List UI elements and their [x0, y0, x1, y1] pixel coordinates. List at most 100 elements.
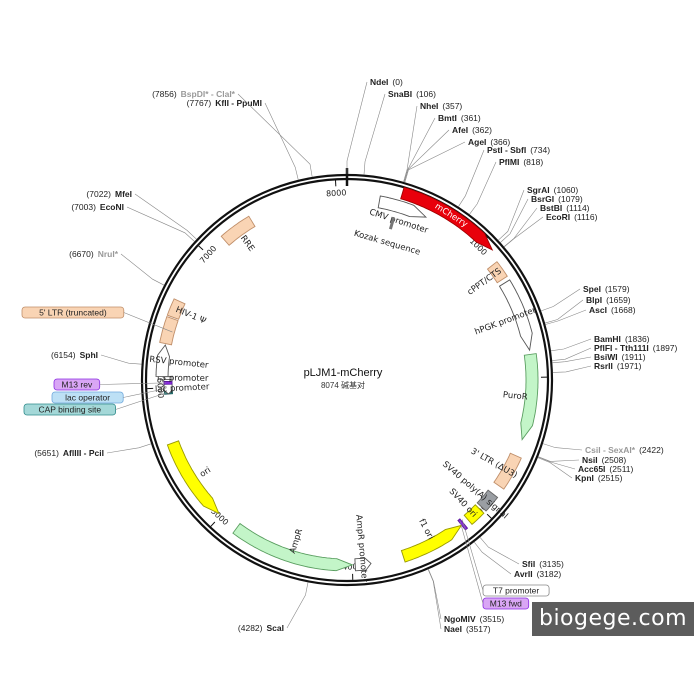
m13fwd-lbl-text: M13 fwd: [490, 599, 522, 609]
site-name: BsiWI: [594, 352, 618, 362]
site-name: Acc65I: [578, 464, 605, 474]
feature-t3: [163, 376, 173, 380]
site-coord: (5651): [34, 448, 59, 458]
site-coord: (106): [416, 89, 436, 99]
feature-label-hiv: HIV-1 Ψ: [174, 305, 208, 327]
site-name: BspDI* - ClaI*: [181, 89, 236, 99]
site-leader-asci: [545, 309, 587, 325]
site-leader-bspdi-clai: [237, 93, 313, 178]
site-name: PflMI: [499, 157, 519, 167]
site-coord: (2515): [598, 473, 623, 483]
site-leader-bsiwi: [552, 356, 592, 364]
site-leader-ecori: [504, 216, 544, 248]
ltr5-lbl-leader: [123, 312, 173, 333]
site-coord: (7856): [152, 89, 177, 99]
site-leader-scai: [286, 582, 309, 629]
site-name: BstBI: [540, 203, 562, 213]
feature-sv40pa: [476, 489, 499, 512]
lacop-lbl-text: lac operator: [65, 393, 110, 403]
site-spei: SpeI(1579): [583, 284, 630, 294]
feature-ampr_prom: [354, 557, 372, 572]
site-leader-nrui: [120, 253, 165, 286]
feature-label-rre: RRE: [238, 234, 256, 254]
site-coord: (357): [442, 101, 462, 111]
site-acc65i: Acc65I (2511): [578, 464, 634, 474]
site-name: ScaI: [267, 623, 285, 633]
plasmid-length: 8074 碱基对: [321, 380, 365, 390]
site-leader-kfli-ppumi: [264, 102, 299, 180]
site-coord: (3182): [537, 569, 562, 579]
m13rev-lbl: M13 rev: [53, 378, 167, 391]
site-coord: (6154): [51, 350, 76, 360]
feature-f1ori: [400, 524, 463, 563]
site-name: CsiI - SexAI*: [585, 445, 636, 455]
site-bmti: BmtI (361): [438, 113, 481, 123]
site-leader-kpni: [537, 457, 573, 479]
site-name: KflI - PpuMI: [215, 98, 262, 108]
feature-mcherry: [400, 186, 494, 251]
site-leader-pflfi-tth111i: [552, 347, 592, 361]
site-name: BsrGI: [531, 194, 554, 204]
restriction-sites: NdeI(0)SnaBI(106)NheI(357)BmtI(361)AfeI(…: [34, 77, 677, 634]
site-coord: (4282): [238, 623, 263, 633]
site-bamhi: BamHI(1836): [594, 334, 650, 344]
site-ecori: EcoRI(1116): [546, 212, 598, 222]
site-name: BlpI: [586, 295, 602, 305]
site-name: SfiI: [522, 559, 535, 569]
ltr5-lbl: 5' LTR (truncated): [21, 306, 173, 333]
site-leader-psti-sbfi: [458, 149, 485, 207]
site-name: NaeI: [444, 624, 462, 634]
site-coord: (1659): [606, 295, 631, 305]
site-name: RsrII: [594, 361, 613, 371]
site-leader-nhei: [403, 105, 418, 182]
cap-lbl-leader: [115, 392, 167, 410]
site-csii-sexai: CsiI - SexAI*(2422): [585, 445, 664, 455]
site-coord: (3517): [466, 624, 491, 634]
site-coord: (1579): [605, 284, 630, 294]
site-leader-econi: [126, 206, 195, 242]
site-coord: (1060): [554, 185, 579, 195]
feature-rsv: [155, 344, 170, 378]
site-scai: (4282) ScaI: [238, 623, 284, 633]
site-coord: (1116): [574, 212, 597, 222]
site-name: BmtI: [438, 113, 457, 123]
site-coord: (362): [472, 125, 492, 135]
site-econi: (7003)EcoNI: [71, 202, 124, 212]
t7-lbl: T7 promoter: [461, 519, 550, 597]
site-leader-sfii: [479, 537, 520, 565]
site-leader-agei: [404, 141, 466, 183]
site-coord: (1971): [617, 361, 642, 371]
site-name: AfeI: [452, 125, 468, 135]
site-blpi: BlpI (1659): [586, 295, 631, 305]
site-agei: AgeI(366): [468, 137, 510, 147]
site-coord: (366): [490, 137, 510, 147]
site-coord: (361): [461, 113, 481, 123]
site-name: SnaBI: [388, 89, 412, 99]
site-pflfi-tth111i: PflFI - Tth111I(1897): [594, 343, 678, 353]
site-nhei: NheI(357): [420, 101, 462, 111]
site-bsrgi: BsrGI(1079): [531, 194, 583, 204]
feature-label-ori: ori: [198, 465, 213, 479]
tick-label-6000: 6000: [155, 378, 165, 399]
feature-puror: [520, 353, 539, 441]
site-leader-afei: [404, 129, 450, 183]
site-coord: (2508): [602, 455, 627, 465]
lacop-lbl: lac operator: [51, 388, 167, 404]
site-leader-avrii: [473, 541, 512, 575]
site-coord: (2511): [609, 464, 633, 474]
tick-mark-7000: [198, 245, 204, 251]
site-name: SphI: [80, 350, 98, 360]
feature-sv40ori: [463, 504, 485, 526]
feature-label-ampr_prom: AmpR promoter: [353, 514, 369, 583]
site-kfli-ppumi: (7767)KflI - PpuMI: [187, 98, 262, 108]
site-coord: (3135): [539, 559, 564, 569]
m13rev-lbl-text: M13 rev: [61, 380, 92, 390]
site-coord: (734): [530, 145, 550, 155]
site-name: KpnI: [575, 473, 594, 483]
site-leader-ngomiv: [428, 569, 442, 620]
site-name: NdeI: [370, 77, 388, 87]
feature-label-t3: T3 promoter: [155, 373, 209, 384]
site-asci: AscI(1668): [589, 305, 636, 315]
site-name: NgoMIV: [444, 614, 476, 624]
